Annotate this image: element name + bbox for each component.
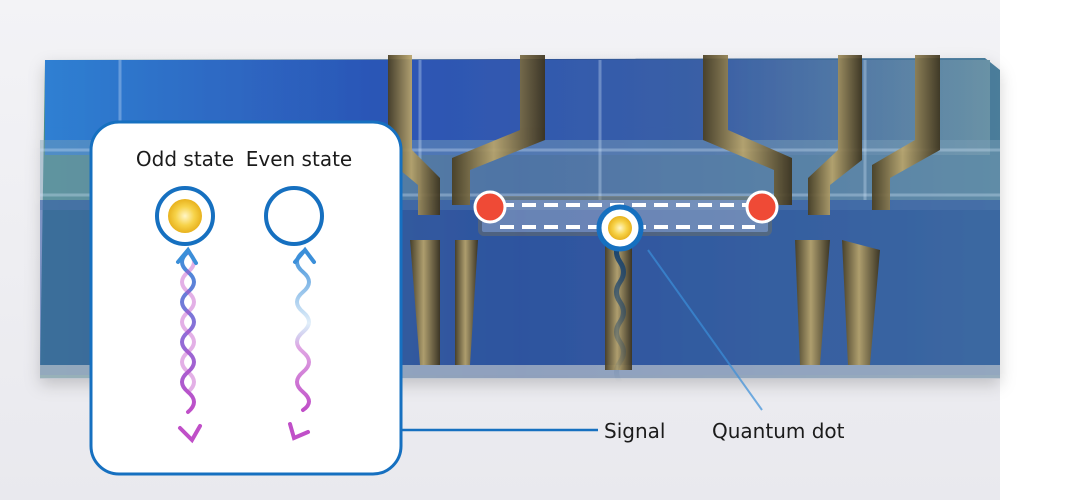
even-state-ring-icon [264,186,324,246]
odd-state-label: Odd state [136,147,234,171]
electrode-2 [452,55,545,205]
even-state-label: Even state [246,147,352,171]
quantum-dot [596,204,644,252]
inset-panel: Odd state Even state [89,120,403,476]
even-wave-up-arrow-icon [293,246,316,264]
odd-state-wave-icon [176,246,202,444]
majorana-right-dot [745,190,779,224]
quantum-dot-callout-line [647,249,763,411]
odd-wave-reflected [180,250,196,394]
electrodes [388,55,940,370]
even-wave-down-arrow-icon [288,422,310,441]
odd-state-core [168,199,202,233]
even-wave-path [295,250,311,412]
inset-frame [89,120,403,476]
odd-wave-down-arrow-icon [178,424,202,444]
signal-wire [614,240,626,384]
odd-state-icon [155,186,215,246]
electrode-5 [872,55,940,210]
electrode-leg-3 [795,240,830,365]
electrode-leg-1 [410,240,440,365]
electrode-4 [808,55,862,215]
even-state-wave-icon [288,246,316,441]
electrode-3 [703,55,792,205]
quantum-dot-core [608,216,632,240]
odd-wave-path [180,250,196,414]
signal-label: Signal [604,419,665,443]
majorana-left-dot [473,190,507,224]
electrode-leg-2 [455,240,478,365]
odd-wave-up-arrow-icon [176,246,198,265]
electrode-leg-4 [842,240,880,365]
electrode-1 [388,55,440,215]
quantum-dot-label: Quantum dot [712,419,845,443]
